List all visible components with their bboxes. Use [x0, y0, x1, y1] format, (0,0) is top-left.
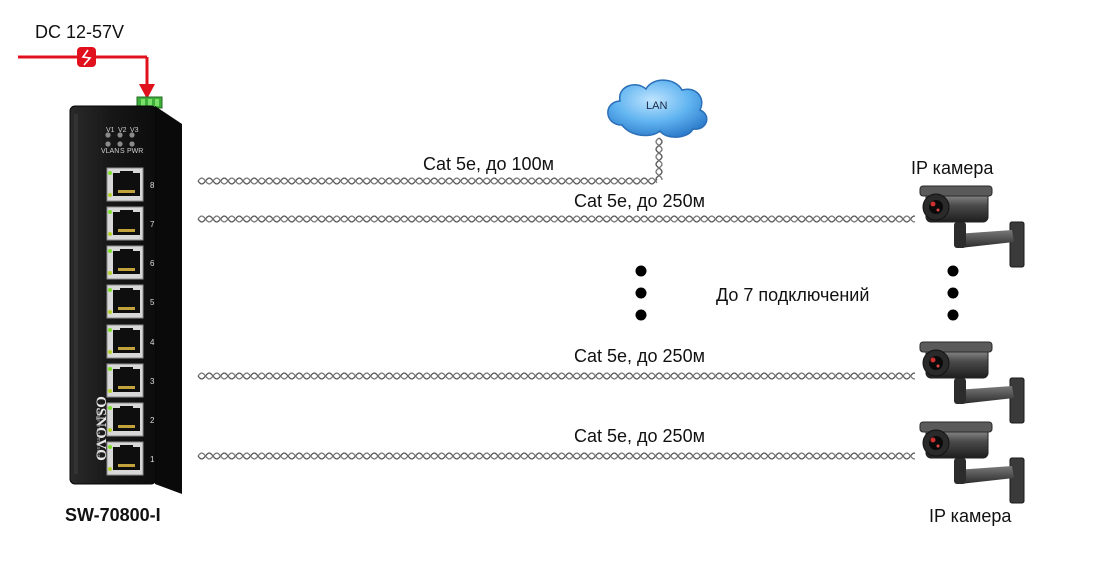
ethernet-port-2: 2 [106, 402, 155, 437]
lan-cloud-icon [607, 79, 708, 138]
port-number: 1 [150, 455, 155, 464]
connections-note: До 7 подключений [716, 285, 870, 305]
ethernet-switch: 8 7 6 5 4 3 2 1 [69, 105, 182, 494]
status-led [117, 141, 123, 147]
status-led [105, 132, 111, 138]
ethernet-port-7: 7 [106, 206, 155, 241]
cable-group [197, 137, 915, 460]
ethernet-port-6: 6 [106, 245, 155, 280]
port-number: 2 [150, 416, 155, 425]
led-label-vlan: VLAN [101, 148, 120, 155]
port-number: 5 [150, 298, 155, 307]
led-label-s: S [120, 148, 125, 155]
ethernet-port-1: 1 [106, 441, 155, 476]
port-number: 6 [150, 259, 155, 268]
camera-label-top: IP камера [911, 158, 994, 178]
led-label-pwr: PWR [127, 148, 144, 155]
cable-label-lan: Cat 5e, до 100м [423, 154, 554, 174]
ethernet-port-8: 8 [106, 167, 155, 202]
ip-camera-icon [919, 421, 1025, 504]
twisted-pair-cable-lan-riser [655, 137, 663, 180]
status-led [129, 141, 135, 147]
status-led [105, 141, 111, 147]
port-number: 4 [150, 338, 155, 347]
camera-label-bottom: IP камера [929, 506, 1012, 526]
ethernet-port-3: 3 [106, 363, 155, 398]
ellipsis-dots-middle [635, 265, 647, 321]
ellipsis-dots-right [947, 265, 959, 321]
cable-label-camera-bottom: Cat 5e, до 250м [574, 426, 705, 446]
ip-camera-icon [919, 185, 1025, 268]
lan-cloud-label: LAN [646, 100, 668, 112]
port-number: 8 [150, 181, 155, 190]
led-label-v3: V3 [130, 127, 139, 134]
cable-label-camera-top: Cat 5e, до 250м [574, 191, 705, 211]
twisted-pair-cable-lan [197, 177, 658, 185]
ethernet-port-5: 5 [106, 284, 155, 319]
device-model-label: SW-70800-I [65, 505, 161, 525]
power-label: DC 12-57V [35, 22, 125, 42]
twisted-pair-cable-camera-mid [197, 372, 915, 380]
status-led [117, 132, 123, 138]
ip-camera-icon [919, 341, 1025, 424]
ethernet-port-4: 4 [106, 324, 155, 359]
port-number: 3 [150, 377, 155, 386]
cable-label-camera-mid: Cat 5e, до 250м [574, 346, 705, 366]
twisted-pair-cable-camera-top [197, 215, 915, 223]
status-led [129, 132, 135, 138]
fuse-icon [77, 47, 96, 67]
brand-tagline: cable transmission [95, 407, 101, 459]
port-number: 7 [150, 220, 155, 229]
led-label-v1: V1 [106, 127, 115, 134]
led-label-v2: V2 [118, 127, 127, 134]
twisted-pair-cable-camera-bottom [197, 452, 915, 460]
